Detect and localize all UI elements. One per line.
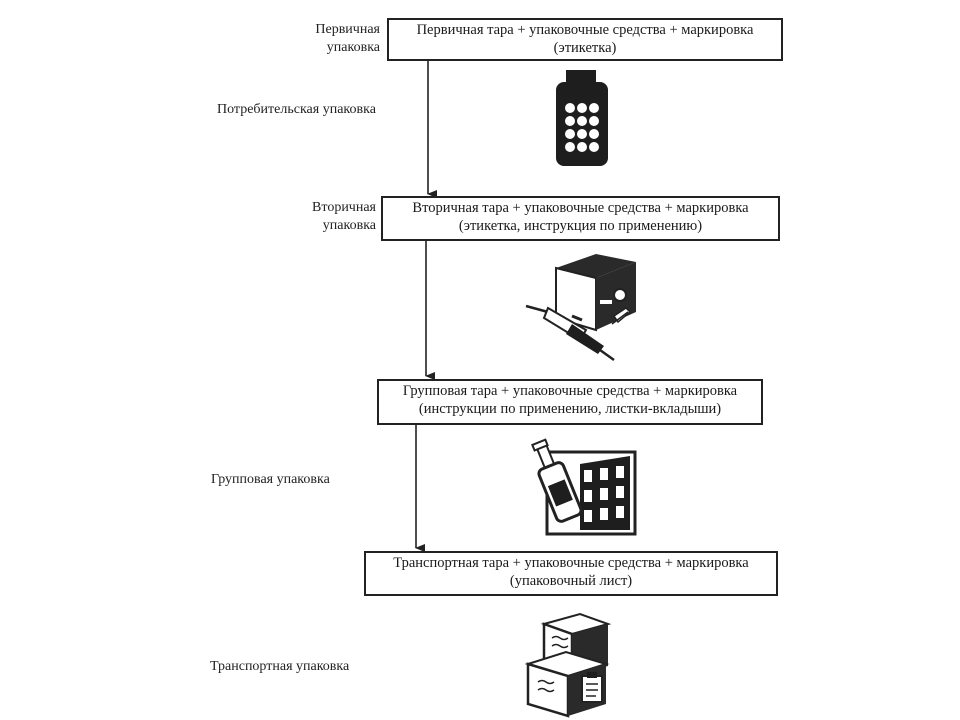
consumer-packaging-label: Потребительская упаковка: [217, 101, 376, 119]
stage-box-primary: Первичная тара + упаковочные средства + …: [387, 18, 783, 61]
stage-box-line: (этикетка, инструкция по применению): [458, 218, 703, 234]
stage-label-line: Первичная: [315, 22, 380, 37]
jar-with-pills-icon: [556, 70, 608, 166]
box-with-syringe-icon: [525, 254, 636, 362]
consumer-packaging-text: Потребительская упаковка: [217, 102, 376, 117]
stacked-cartons-icon: [524, 612, 612, 718]
stage-box-line: (упаковочный лист): [509, 573, 633, 589]
stage-label-secondary: Вторичная упаковка: [286, 199, 376, 235]
stage-label-primary: Первичная упаковка: [290, 21, 380, 57]
transport-packaging-text: Транспортная упаковка: [210, 659, 350, 674]
group-packaging-text: Групповая упаковка: [211, 472, 330, 487]
stage-box-line: Групповая тара + упаковочные средства + …: [402, 383, 738, 399]
stage-box-line: (этикетка): [553, 40, 617, 56]
stage-label-line: Вторичная: [312, 200, 376, 215]
stage-box-line: Вторичная тара + упаковочные средства + …: [412, 200, 749, 216]
stage-box-secondary: Вторичная тара + упаковочные средства + …: [381, 196, 780, 241]
stage-box-line: Первичная тара + упаковочные средства + …: [416, 22, 754, 38]
group-packaging-label: Групповая упаковка: [211, 471, 330, 489]
stage-label-line: упаковка: [322, 218, 376, 233]
stage-box-group: Групповая тара + упаковочные средства + …: [377, 379, 763, 425]
stage-box-line: (инструкции по применению, листки-вклады…: [418, 401, 722, 417]
transport-packaging-label: Транспортная упаковка: [210, 658, 349, 676]
stage-box-transport: Транспортная тара + упаковочные средства…: [364, 551, 778, 596]
stage-label-line: упаковка: [326, 40, 380, 55]
crate-with-bottles-icon: [531, 438, 637, 536]
stage-box-line: Транспортная тара + упаковочные средства…: [393, 555, 749, 571]
